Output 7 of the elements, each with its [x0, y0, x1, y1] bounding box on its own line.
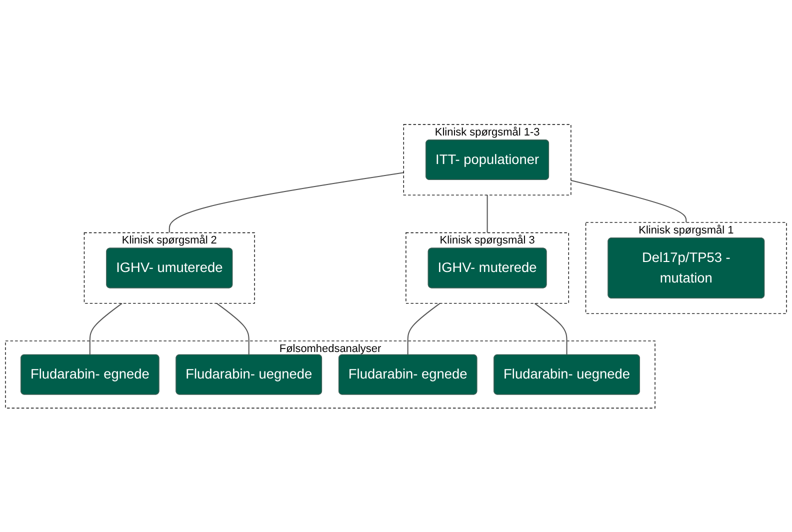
connector — [570, 180, 687, 222]
connector — [216, 302, 250, 354]
connector — [407, 302, 440, 354]
connector — [89, 302, 122, 354]
connector — [486, 194, 488, 232]
connector — [534, 302, 568, 354]
connector — [168, 172, 404, 232]
